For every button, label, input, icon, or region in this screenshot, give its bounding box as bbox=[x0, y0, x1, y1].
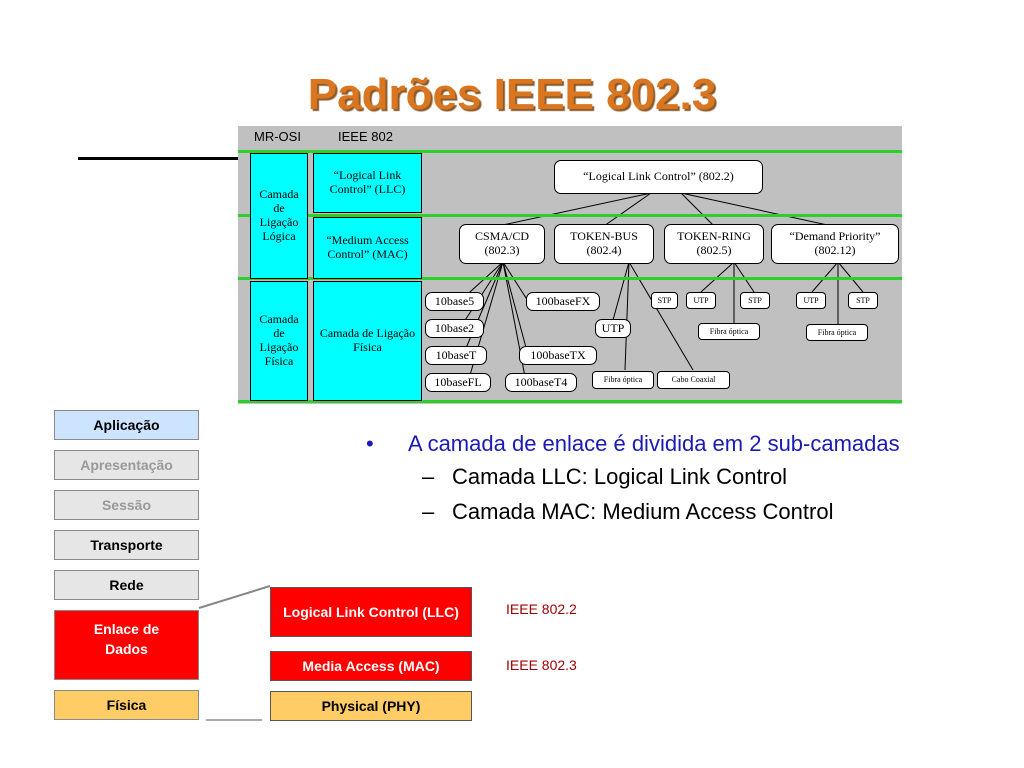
ieee-802-diagram: MR-OSI IEEE 802 Camada de Ligação Lógica… bbox=[238, 126, 902, 404]
osi-layer-aplicacao: Aplicação bbox=[54, 410, 199, 440]
phy-10baset: 10baseT bbox=[425, 346, 487, 365]
bullet-list: • A camada de enlace é dividida em 2 sub… bbox=[366, 430, 906, 525]
token-bus-box: TOKEN-BUS (802.4) bbox=[554, 224, 654, 264]
header-ieee-802: IEEE 802 bbox=[338, 129, 393, 144]
sub-bullet-item: – Camada LLC: Logical Link Control bbox=[366, 463, 906, 490]
ieee-802-3-label: IEEE 802.3 bbox=[506, 657, 577, 673]
phy-fibra-optica: Fibra óptica bbox=[806, 324, 868, 341]
dash-marker: – bbox=[422, 499, 435, 524]
phy-100baset4: 100baseT4 bbox=[505, 373, 577, 392]
sublayer-phy: Physical (PHY) bbox=[270, 691, 472, 721]
phy-utp: UTP bbox=[686, 292, 716, 309]
phy-utp: UTP bbox=[595, 319, 631, 338]
bullet-text: A camada de enlace é dividida em 2 sub-c… bbox=[408, 431, 900, 456]
mac-name: “Demand Priority” bbox=[789, 229, 881, 244]
demand-priority-box: “Demand Priority” (802.12) bbox=[771, 224, 899, 264]
ieee-llc-cell: “Logical Link Control” (LLC) bbox=[313, 153, 422, 213]
osi-layer-apresentacao: Apresentação bbox=[54, 450, 199, 480]
sublayer-mac: Media Access (MAC) bbox=[270, 651, 472, 681]
mac-standard: (802.4) bbox=[586, 243, 622, 257]
ieee-802-2-label: IEEE 802.2 bbox=[506, 601, 577, 617]
mac-name: TOKEN-RING bbox=[677, 229, 751, 244]
divider-line bbox=[238, 277, 902, 280]
phy-stp: STP bbox=[740, 292, 770, 309]
phy-10base2: 10base2 bbox=[425, 319, 484, 338]
osi-physical-layer-cell: Camada de Ligação Física bbox=[250, 281, 308, 401]
phy-fibra-optica: Fibra óptica bbox=[698, 323, 760, 340]
mac-standard: (802.3) bbox=[484, 243, 520, 257]
sublayer-llc: Logical Link Control (LLC) bbox=[270, 587, 472, 637]
dash-marker: – bbox=[422, 464, 435, 489]
osi-layer-fisica: Física bbox=[54, 690, 199, 720]
sub-bullet-text: Camada LLC: Logical Link Control bbox=[452, 464, 788, 489]
llc-802-2-box: “Logical Link Control” (802.2) bbox=[554, 160, 763, 194]
osi-layer-enlace: Enlace de Dados bbox=[54, 610, 199, 680]
phy-stp: STP bbox=[651, 292, 678, 309]
osi-layer-transporte: Transporte bbox=[54, 530, 199, 560]
bullet-item: • A camada de enlace é dividida em 2 sub… bbox=[366, 430, 906, 457]
ieee-mac-cell: “Medium Access Control” (MAC) bbox=[313, 217, 422, 279]
phy-cabo-coaxial: Cabo Coaxial bbox=[657, 371, 730, 389]
sub-bullet-item: – Camada MAC: Medium Access Control bbox=[366, 498, 906, 525]
phy-fibra-optica: Fibra óptica bbox=[592, 371, 654, 389]
mac-standard: (802.5) bbox=[696, 243, 732, 257]
header-mr-osi: MR-OSI bbox=[254, 129, 301, 144]
bullet-dot: • bbox=[366, 431, 374, 456]
divider-line bbox=[238, 150, 902, 153]
mac-name: CSMA/CD bbox=[474, 229, 530, 244]
osi-layer-sessao: Sessão bbox=[54, 490, 199, 520]
phy-10base5: 10base5 bbox=[425, 292, 484, 311]
slide-title: Padrões IEEE 802.3 bbox=[307, 70, 717, 119]
osi-link-layer-cell: Camada de Ligação Lógica bbox=[250, 153, 308, 279]
mac-standard: (802.12) bbox=[814, 243, 856, 257]
phy-utp: UTP bbox=[796, 292, 826, 309]
divider-line bbox=[238, 400, 902, 403]
ieee-physical-cell: Camada de Ligação Física bbox=[313, 281, 422, 401]
mac-name: TOKEN-BUS bbox=[570, 229, 638, 244]
phy-10basefl: 10baseFL bbox=[425, 373, 491, 392]
csma-cd-box: CSMA/CD (802.3) bbox=[459, 224, 545, 264]
token-ring-box: TOKEN-RING (802.5) bbox=[664, 224, 764, 264]
phy-100basetx: 100baseTX bbox=[519, 346, 597, 365]
phy-100basefx: 100baseFX bbox=[526, 292, 600, 311]
title-underline bbox=[78, 157, 240, 160]
phy-stp: STP bbox=[848, 292, 878, 309]
sub-bullet-text: Camada MAC: Medium Access Control bbox=[452, 499, 834, 524]
osi-layer-rede: Rede bbox=[54, 570, 199, 600]
divider-line bbox=[238, 214, 902, 217]
